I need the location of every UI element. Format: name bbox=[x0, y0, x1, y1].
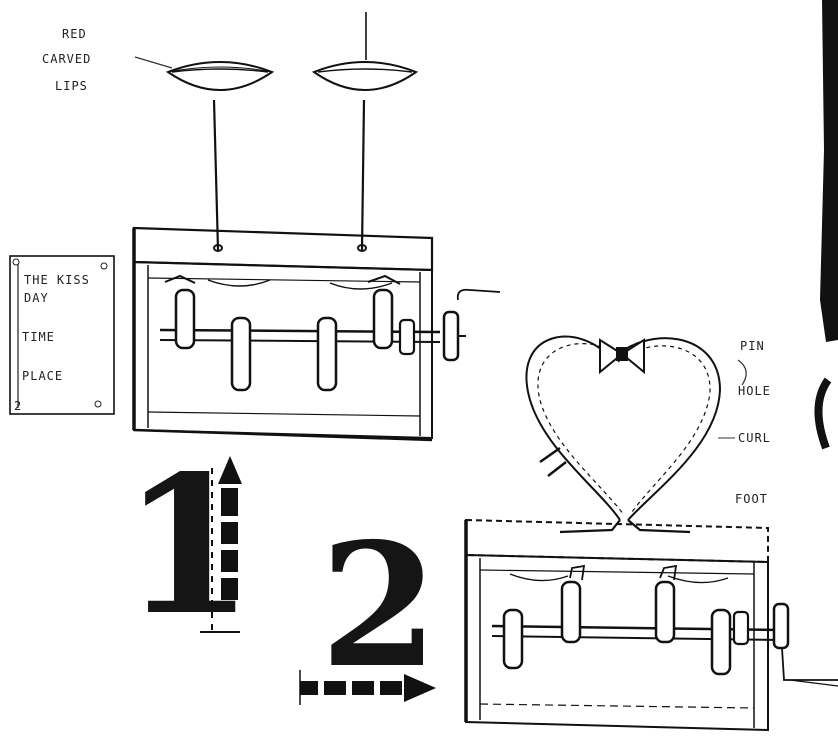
tag-line-1: THE KISS bbox=[24, 273, 90, 287]
heart-note-2: HOLE bbox=[738, 384, 771, 398]
tag-line-3: TIME bbox=[22, 330, 55, 344]
bow-icon bbox=[599, 338, 645, 375]
step-1-arrow-head bbox=[218, 456, 242, 484]
heart-wire bbox=[525, 335, 722, 534]
heart-note-1: PIN bbox=[740, 339, 765, 353]
step-2-marker: 2 bbox=[299, 506, 438, 706]
kiss-tag: THE KISS DAY TIME PLACE 2 bbox=[9, 255, 115, 415]
heart-note-3: CURL bbox=[738, 431, 771, 445]
lips-label-line-2: CARVED bbox=[42, 52, 91, 66]
box-1 bbox=[132, 226, 434, 442]
step-1-marker: 1 bbox=[122, 434, 254, 657]
lips-right bbox=[311, 12, 419, 251]
machine-1 bbox=[132, 12, 501, 442]
camshaft-1 bbox=[159, 274, 441, 392]
heart-notes: PIN HOLE CURL FOOT bbox=[718, 339, 771, 506]
tag-line-4: PLACE bbox=[22, 369, 63, 383]
lips-label-line-1: RED bbox=[62, 27, 87, 41]
tag-z-mark: 2 bbox=[14, 399, 22, 413]
step-2-arrow-head bbox=[404, 674, 436, 702]
crank-1 bbox=[442, 288, 501, 362]
tag-line-2: DAY bbox=[24, 291, 49, 305]
machine-2 bbox=[464, 518, 838, 732]
crank-2 bbox=[772, 602, 838, 687]
box-2 bbox=[464, 518, 769, 732]
lips-label-line-3: LIPS bbox=[55, 79, 88, 93]
black-panel bbox=[814, 0, 838, 450]
lips-label: RED CARVED LIPS bbox=[42, 27, 173, 93]
lips-left bbox=[165, 61, 275, 251]
step-2-number: 2 bbox=[320, 506, 438, 706]
heart-note-4: FOOT bbox=[735, 492, 768, 506]
camshaft-2 bbox=[491, 564, 783, 676]
lips-label-pointer bbox=[134, 56, 173, 69]
